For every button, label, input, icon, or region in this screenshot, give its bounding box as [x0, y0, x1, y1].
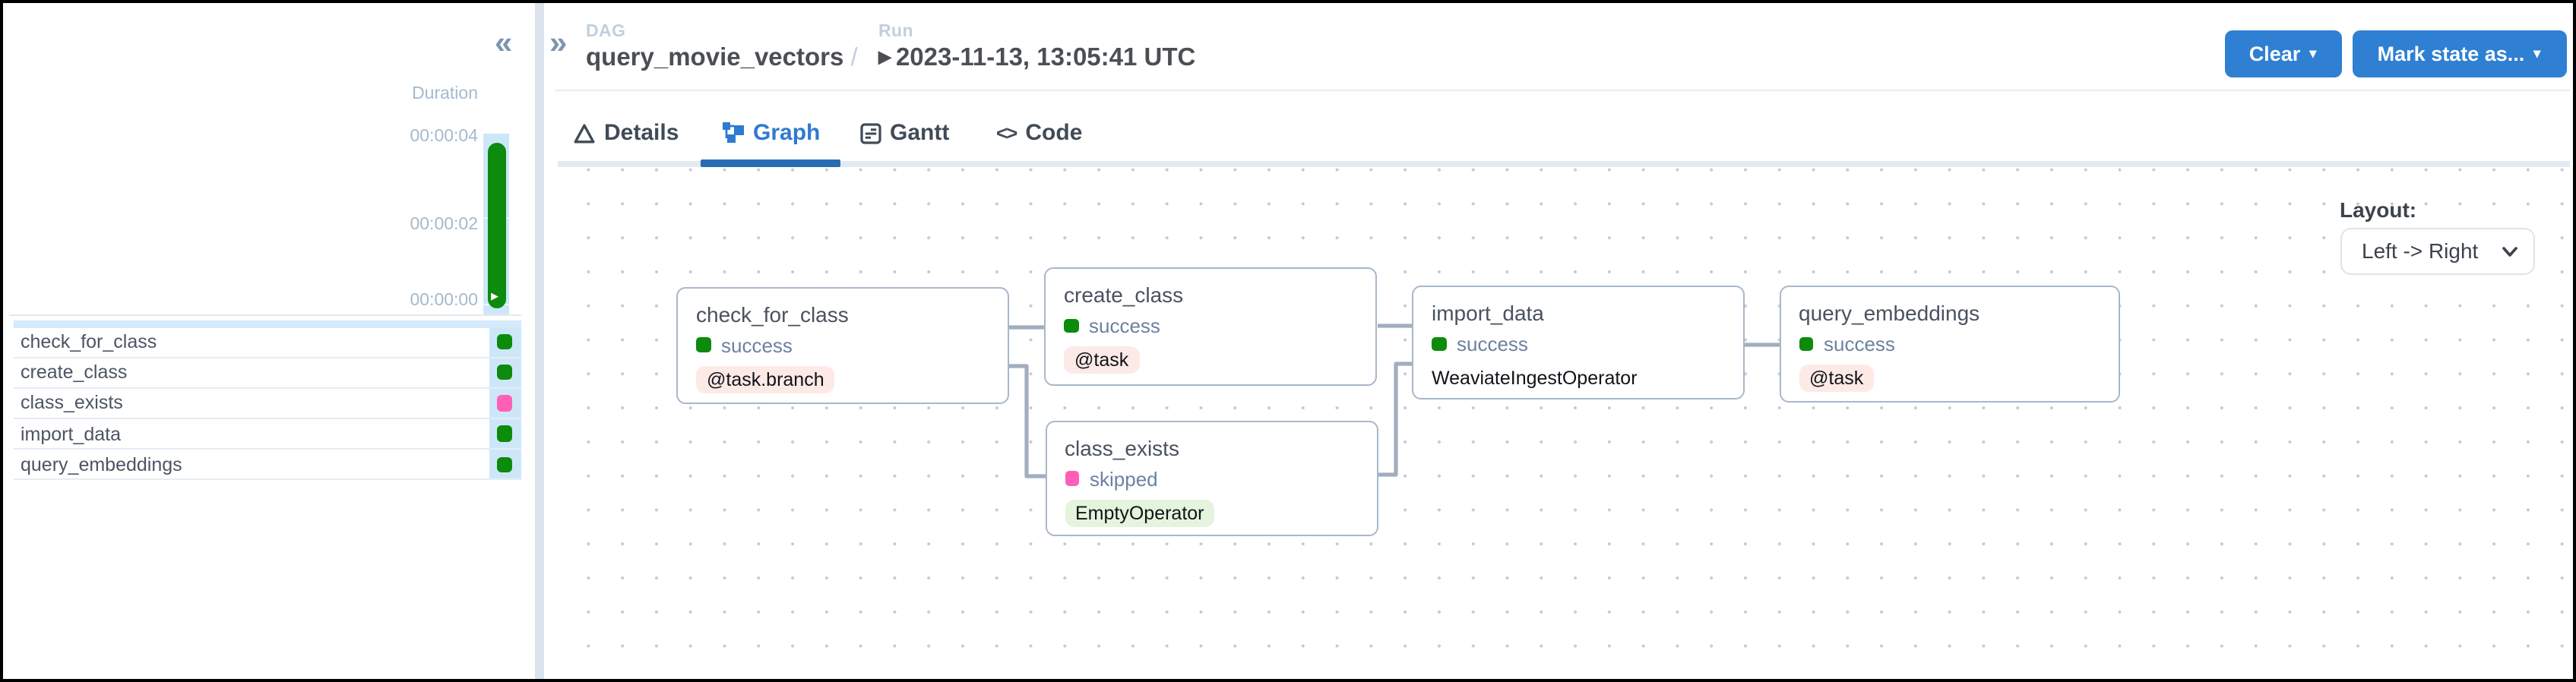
tab-gantt[interactable]: Gantt: [859, 119, 949, 147]
breadcrumb-run: Run ▶2023-11-13, 13:05:41 UTC: [878, 22, 1195, 72]
graph-canvas[interactable]: [556, 167, 2570, 670]
play-icon: ▶: [491, 292, 498, 302]
status-label: success: [721, 333, 793, 356]
tab-label: Gantt: [890, 120, 950, 146]
task-node-query_embeddings[interactable]: query_embeddings success @task: [1779, 286, 2119, 403]
chevron-down-icon: [2502, 246, 2517, 256]
dag-run-duration-bar[interactable]: ▶: [488, 143, 505, 308]
operator-label: WeaviateIngestOperator: [1432, 368, 1638, 389]
status-label: success: [1457, 333, 1528, 355]
task-name[interactable]: class_exists: [21, 392, 123, 414]
expand-panel-icon[interactable]: »: [549, 25, 568, 60]
node-title: import_data: [1432, 301, 1544, 325]
tab-label: Code: [1025, 120, 1083, 146]
task-status-cell: [489, 419, 521, 449]
run-state-icon: ▶: [878, 49, 891, 67]
task-row[interactable]: import_data: [13, 419, 521, 450]
task-status-square[interactable]: [496, 425, 512, 442]
tab-strip: [557, 160, 2570, 167]
task-status-cell: [489, 388, 521, 418]
task-name[interactable]: import_data: [21, 423, 122, 445]
breadcrumb-dag: DAG query_movie_vectors /: [586, 22, 858, 72]
task-list: check_for_class create_class class_exist…: [13, 327, 521, 481]
tab-details[interactable]: Details: [572, 119, 679, 147]
gantt-icon: [859, 122, 881, 144]
run-timestamp: 2023-11-13, 13:05:41 UTC: [895, 43, 1196, 71]
task-status-cell: [489, 327, 521, 357]
status-square: [696, 337, 710, 352]
tab-graph[interactable]: Graph: [721, 119, 820, 147]
clear-button-label: Clear: [2248, 42, 2301, 65]
task-status-cell: [489, 358, 521, 387]
task-status-square[interactable]: [496, 456, 512, 473]
tab-code[interactable]: <> Code: [996, 119, 1082, 147]
layout-label: Layout:: [2340, 197, 2417, 221]
status-label: success: [1089, 314, 1160, 337]
dag-name[interactable]: query_movie_vectors: [586, 43, 844, 71]
status-label: skipped: [1090, 467, 1158, 490]
breadcrumb-separator: /: [843, 43, 858, 71]
task-node-check_for_class[interactable]: check_for_class success @task.branch: [676, 286, 1008, 403]
status-label: success: [1824, 333, 1895, 355]
mark-state-button-label: Mark state as...: [2377, 42, 2525, 65]
node-title: query_embeddings: [1799, 301, 1980, 325]
operator-badge: @task: [1064, 346, 1140, 374]
task-status-square[interactable]: [496, 364, 512, 380]
task-row[interactable]: query_embeddings: [13, 450, 521, 481]
node-title: check_for_class: [696, 302, 849, 326]
tab-label: Graph: [753, 120, 821, 146]
code-icon: <>: [996, 122, 1017, 144]
layout-select[interactable]: Left -> Right: [2340, 227, 2535, 275]
chart-baseline: [8, 314, 521, 316]
operator-badge: EmptyOperator: [1065, 499, 1215, 526]
task-node-class_exists[interactable]: class_exists skipped EmptyOperator: [1045, 420, 1378, 535]
operator-badge: @task.branch: [696, 365, 835, 393]
task-row[interactable]: class_exists: [13, 388, 521, 420]
active-tab-indicator: [700, 159, 840, 168]
task-node-create_class[interactable]: create_class success @task: [1044, 267, 1377, 385]
node-title: class_exists: [1065, 435, 1179, 459]
grid-panel: « Duration 00:00:04 00:00:02 00:00:00 ▶ …: [2, 2, 534, 678]
task-status-square[interactable]: [496, 333, 512, 350]
status-square: [1432, 336, 1446, 352]
details-icon: [573, 123, 594, 143]
status-square: [1799, 336, 1813, 352]
breadcrumb-run-label: Run: [878, 22, 913, 40]
duration-tick: 00:00:02: [410, 215, 478, 233]
panel-divider[interactable]: [534, 2, 543, 678]
status-square: [1064, 318, 1078, 333]
header-separator: [554, 90, 2569, 91]
status-square: [1065, 471, 1079, 486]
collapse-panel-icon[interactable]: «: [495, 25, 513, 60]
task-name[interactable]: query_embeddings: [21, 453, 182, 475]
mark-state-button[interactable]: Mark state as... ▾: [2352, 30, 2566, 77]
caret-down-icon: ▾: [2309, 46, 2317, 61]
task-name[interactable]: check_for_class: [21, 331, 157, 352]
breadcrumb-dag-label: DAG: [586, 22, 626, 40]
node-title: create_class: [1064, 283, 1184, 307]
task-row[interactable]: create_class: [13, 358, 521, 389]
task-status-square[interactable]: [496, 395, 512, 412]
operator-badge: @task: [1799, 365, 1875, 392]
duration-tick: 00:00:00: [410, 291, 478, 309]
layout-select-value: Left -> Right: [2362, 238, 2479, 264]
graph-icon: [722, 122, 743, 143]
tab-label: Details: [604, 120, 679, 146]
task-status-cell: [489, 450, 521, 479]
caret-down-icon: ▾: [2533, 46, 2541, 61]
duration-axis-label: Duration: [412, 84, 478, 103]
task-node-import_data[interactable]: import_data success WeaviateIngestOperat…: [1412, 286, 1744, 399]
task-row[interactable]: check_for_class: [13, 327, 521, 358]
duration-tick: 00:00:04: [410, 128, 478, 146]
clear-button[interactable]: Clear ▾: [2224, 30, 2341, 77]
rows-top-strip: [13, 320, 521, 327]
task-name[interactable]: create_class: [21, 362, 128, 384]
